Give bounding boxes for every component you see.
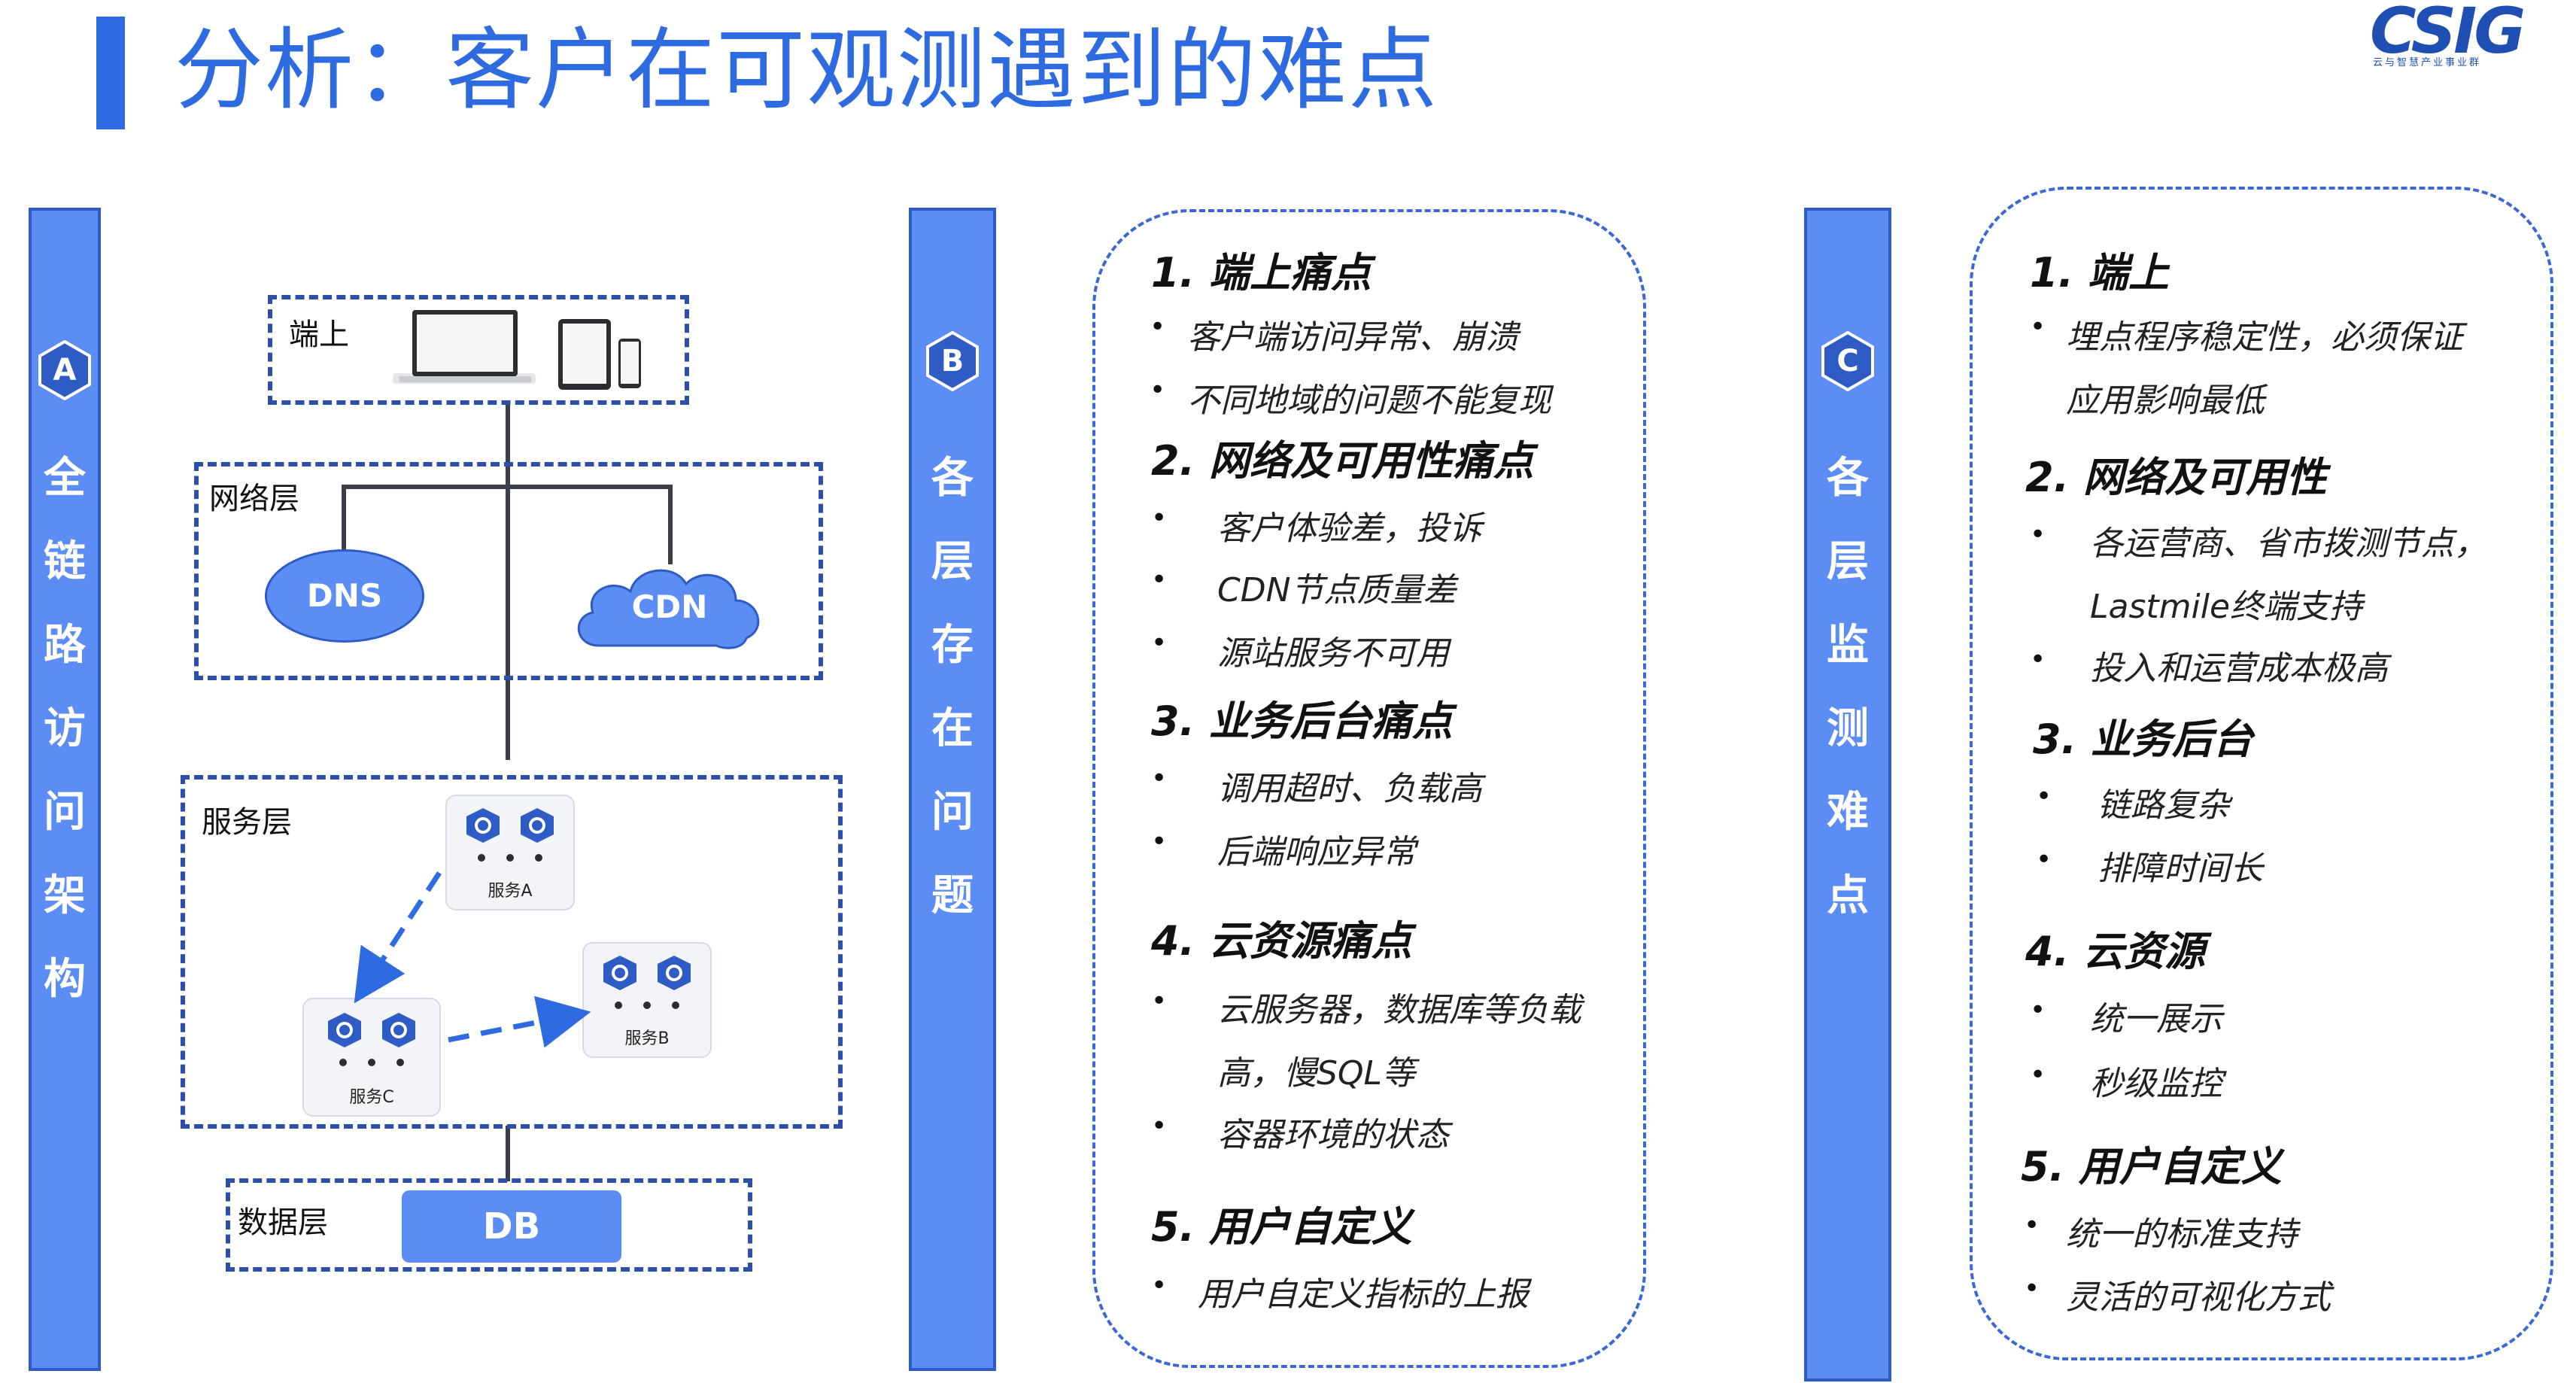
bullet-icon: •	[2036, 781, 2052, 812]
cdn-label: CDN	[631, 588, 708, 625]
problems-item: 调用超时、负载高	[1217, 770, 1482, 808]
endpoint-label: 端上	[289, 318, 349, 352]
service-flow-arrows	[354, 871, 591, 1048]
difficulties-item: 应用影响最低	[2066, 381, 2265, 420]
column-label-b: 各层存在问题	[931, 454, 974, 920]
dns-node: DNS	[265, 549, 424, 643]
bullet-icon: •	[1150, 312, 1166, 342]
title-accent-bar	[96, 17, 125, 129]
network-label: 网络层	[209, 482, 299, 516]
difficulties-heading-4: 4. 云资源	[2025, 928, 2205, 975]
problems-heading-4: 4. 云资源痛点	[1151, 917, 1412, 965]
badge-b: B	[922, 330, 983, 392]
problems-item: 云服务器，数据库等负载	[1217, 991, 1581, 1029]
difficulties-item: 排障时间长	[2098, 850, 2263, 888]
problems-panel	[1092, 209, 1646, 1368]
difficulties-item: 统一展示	[2090, 1000, 2222, 1038]
difficulties-heading-3: 3. 业务后台	[2033, 716, 2253, 763]
difficulties-item: Lastmile终端支持	[2090, 588, 2363, 626]
service-c-label: 服务C	[349, 1088, 394, 1107]
bullet-icon: •	[1151, 826, 1168, 857]
logo-subtitle: 云与智慧产业事业群	[2373, 57, 2482, 68]
service-a-label: 服务A	[488, 882, 533, 901]
difficulties-item: 各运营商、省市拨测节点，	[2090, 524, 2487, 563]
cdn-node: CDN	[569, 557, 770, 662]
problems-heading-3: 3. 业务后台痛点	[1151, 698, 1453, 745]
difficulties-heading-1: 1. 端上	[2030, 249, 2169, 296]
k8s-pods-icon	[466, 808, 554, 862]
connector-line	[342, 485, 346, 552]
connector-line	[668, 485, 673, 564]
service-c-node: 服务C	[302, 998, 441, 1117]
difficulties-item: 灵活的可视化方式	[2066, 1278, 2331, 1317]
k8s-pods-icon	[603, 956, 691, 1009]
column-label-a: 全链路访问架构	[44, 454, 86, 1004]
data-label: 数据层	[238, 1205, 328, 1240]
connector-line	[342, 485, 673, 489]
column-bar-a: A 全链路访问架构	[29, 208, 101, 1371]
csig-logo: CSIG 云与智慧产业事业群	[2370, 0, 2558, 68]
bullet-icon: •	[1151, 763, 1168, 794]
difficulties-panel	[1970, 187, 2553, 1360]
difficulties-heading-2: 2. 网络及可用性	[2025, 454, 2327, 501]
problems-heading-1: 1. 端上痛点	[1151, 249, 1372, 296]
problems-item: 用户自定义指标的上报	[1198, 1275, 1529, 1314]
problems-heading-2: 2. 网络及可用性痛点	[1151, 437, 1534, 485]
difficulties-item: 埋点程序稳定性，必须保证	[2066, 318, 2463, 357]
endpoint-box: 端上	[268, 295, 689, 405]
problems-item: 不同地域的问题不能复现	[1187, 381, 1551, 420]
bullet-icon: •	[1151, 1270, 1168, 1301]
bullet-icon: •	[1150, 375, 1166, 406]
data-box: 数据层	[226, 1178, 752, 1272]
dns-label: DNS	[306, 577, 383, 614]
bullet-icon: •	[2030, 519, 2046, 550]
network-box: 网络层	[194, 462, 823, 680]
bullet-icon: •	[2030, 312, 2046, 342]
difficulties-item: 链路复杂	[2098, 786, 2230, 825]
service-b-node: 服务B	[582, 942, 712, 1058]
badge-c: C	[1818, 330, 1878, 392]
difficulties-item: 秒级监控	[2090, 1065, 2222, 1103]
problems-item: 后端响应异常	[1217, 833, 1416, 871]
column-bar-b: B 各层存在问题	[909, 208, 996, 1371]
bullet-icon: •	[1151, 564, 1168, 595]
service-b-label: 服务B	[624, 1029, 670, 1048]
bullet-icon: •	[1151, 503, 1168, 533]
db-label: DB	[482, 1205, 541, 1248]
bullet-icon: •	[2036, 844, 2052, 875]
service-label: 服务层	[202, 805, 292, 840]
service-a-node: 服务A	[445, 795, 575, 910]
badge-a: A	[35, 339, 95, 401]
problems-item: 客户端访问异常、崩溃	[1187, 318, 1518, 357]
problems-item: 客户体验差，投诉	[1217, 509, 1482, 548]
k8s-pods-icon	[328, 1013, 415, 1066]
column-label-c: 各层监测难点	[1827, 454, 1869, 920]
page-title: 分析：客户在可观测遇到的难点	[175, 18, 1439, 122]
bullet-icon: •	[2024, 1273, 2040, 1304]
service-box: 服务层	[181, 775, 843, 1129]
problems-item: 高，慢SQL等	[1217, 1054, 1416, 1093]
difficulties-item: 投入和运营成本极高	[2090, 649, 2388, 688]
problems-item: 源站服务不可用	[1217, 634, 1449, 673]
db-node: DB	[402, 1190, 621, 1263]
bullet-icon: •	[2024, 1210, 2040, 1241]
difficulties-item: 统一的标准支持	[2066, 1215, 2298, 1254]
connector-line	[506, 1126, 510, 1181]
bullet-icon: •	[1151, 628, 1168, 658]
connector-line	[506, 403, 510, 760]
difficulties-heading-5: 5. 用户自定义	[2021, 1143, 2282, 1190]
column-bar-c: C 各层监测难点	[1804, 208, 1891, 1381]
bullet-icon: •	[2030, 995, 2046, 1026]
bullet-icon: •	[1151, 1111, 1168, 1141]
problems-heading-5: 5. 用户自定义	[1151, 1203, 1412, 1251]
devices-icon	[393, 310, 641, 390]
problems-item: CDN节点质量差	[1217, 571, 1457, 609]
cloud-icon	[578, 569, 760, 649]
problems-item: 容器环境的状态	[1217, 1116, 1449, 1154]
bullet-icon: •	[2030, 644, 2046, 675]
bullet-icon: •	[1151, 986, 1168, 1017]
logo-text: CSIG	[2370, 0, 2526, 68]
bullet-icon: •	[2030, 1059, 2046, 1090]
